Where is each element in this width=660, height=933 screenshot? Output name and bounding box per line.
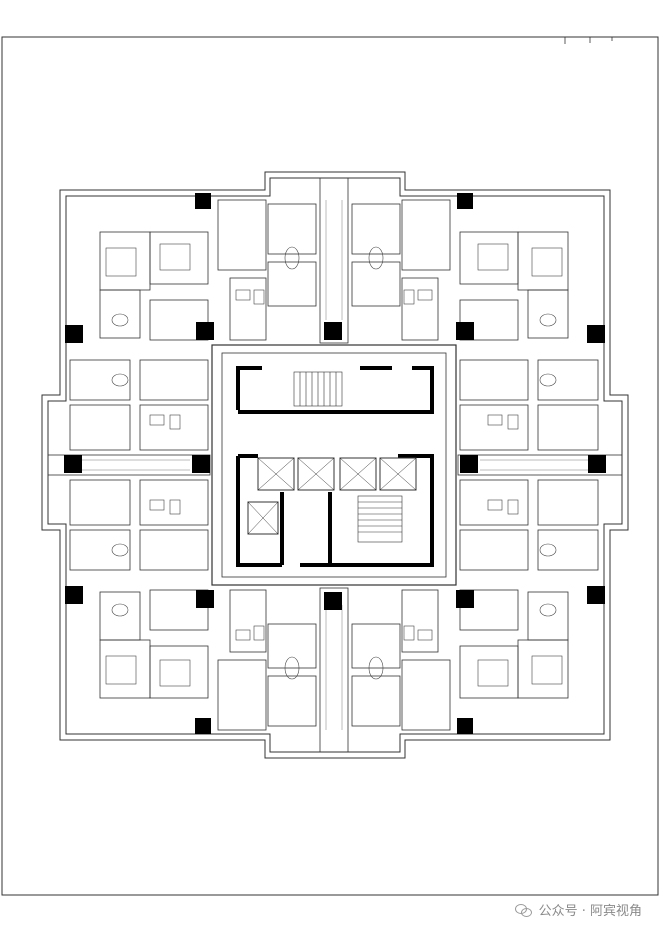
dining-tables xyxy=(111,246,557,680)
central-core xyxy=(211,344,457,586)
bathroom-fixtures xyxy=(149,289,519,641)
corridor-hatching xyxy=(80,200,590,730)
stairs xyxy=(293,371,403,543)
sheet-border xyxy=(1,36,659,896)
structural-columns xyxy=(64,193,606,734)
core-walls xyxy=(236,366,434,567)
apartment-units xyxy=(69,199,599,731)
corridors xyxy=(47,177,623,753)
watermark: 公众号 · 阿宾视角 xyxy=(514,900,642,919)
title-mark xyxy=(564,37,613,44)
building-outline xyxy=(41,171,629,759)
beds xyxy=(105,243,563,687)
watermark-text: 公众号 · 阿宾视角 xyxy=(538,904,642,919)
elevator-shafts xyxy=(247,457,417,535)
wechat-icon xyxy=(514,903,533,917)
